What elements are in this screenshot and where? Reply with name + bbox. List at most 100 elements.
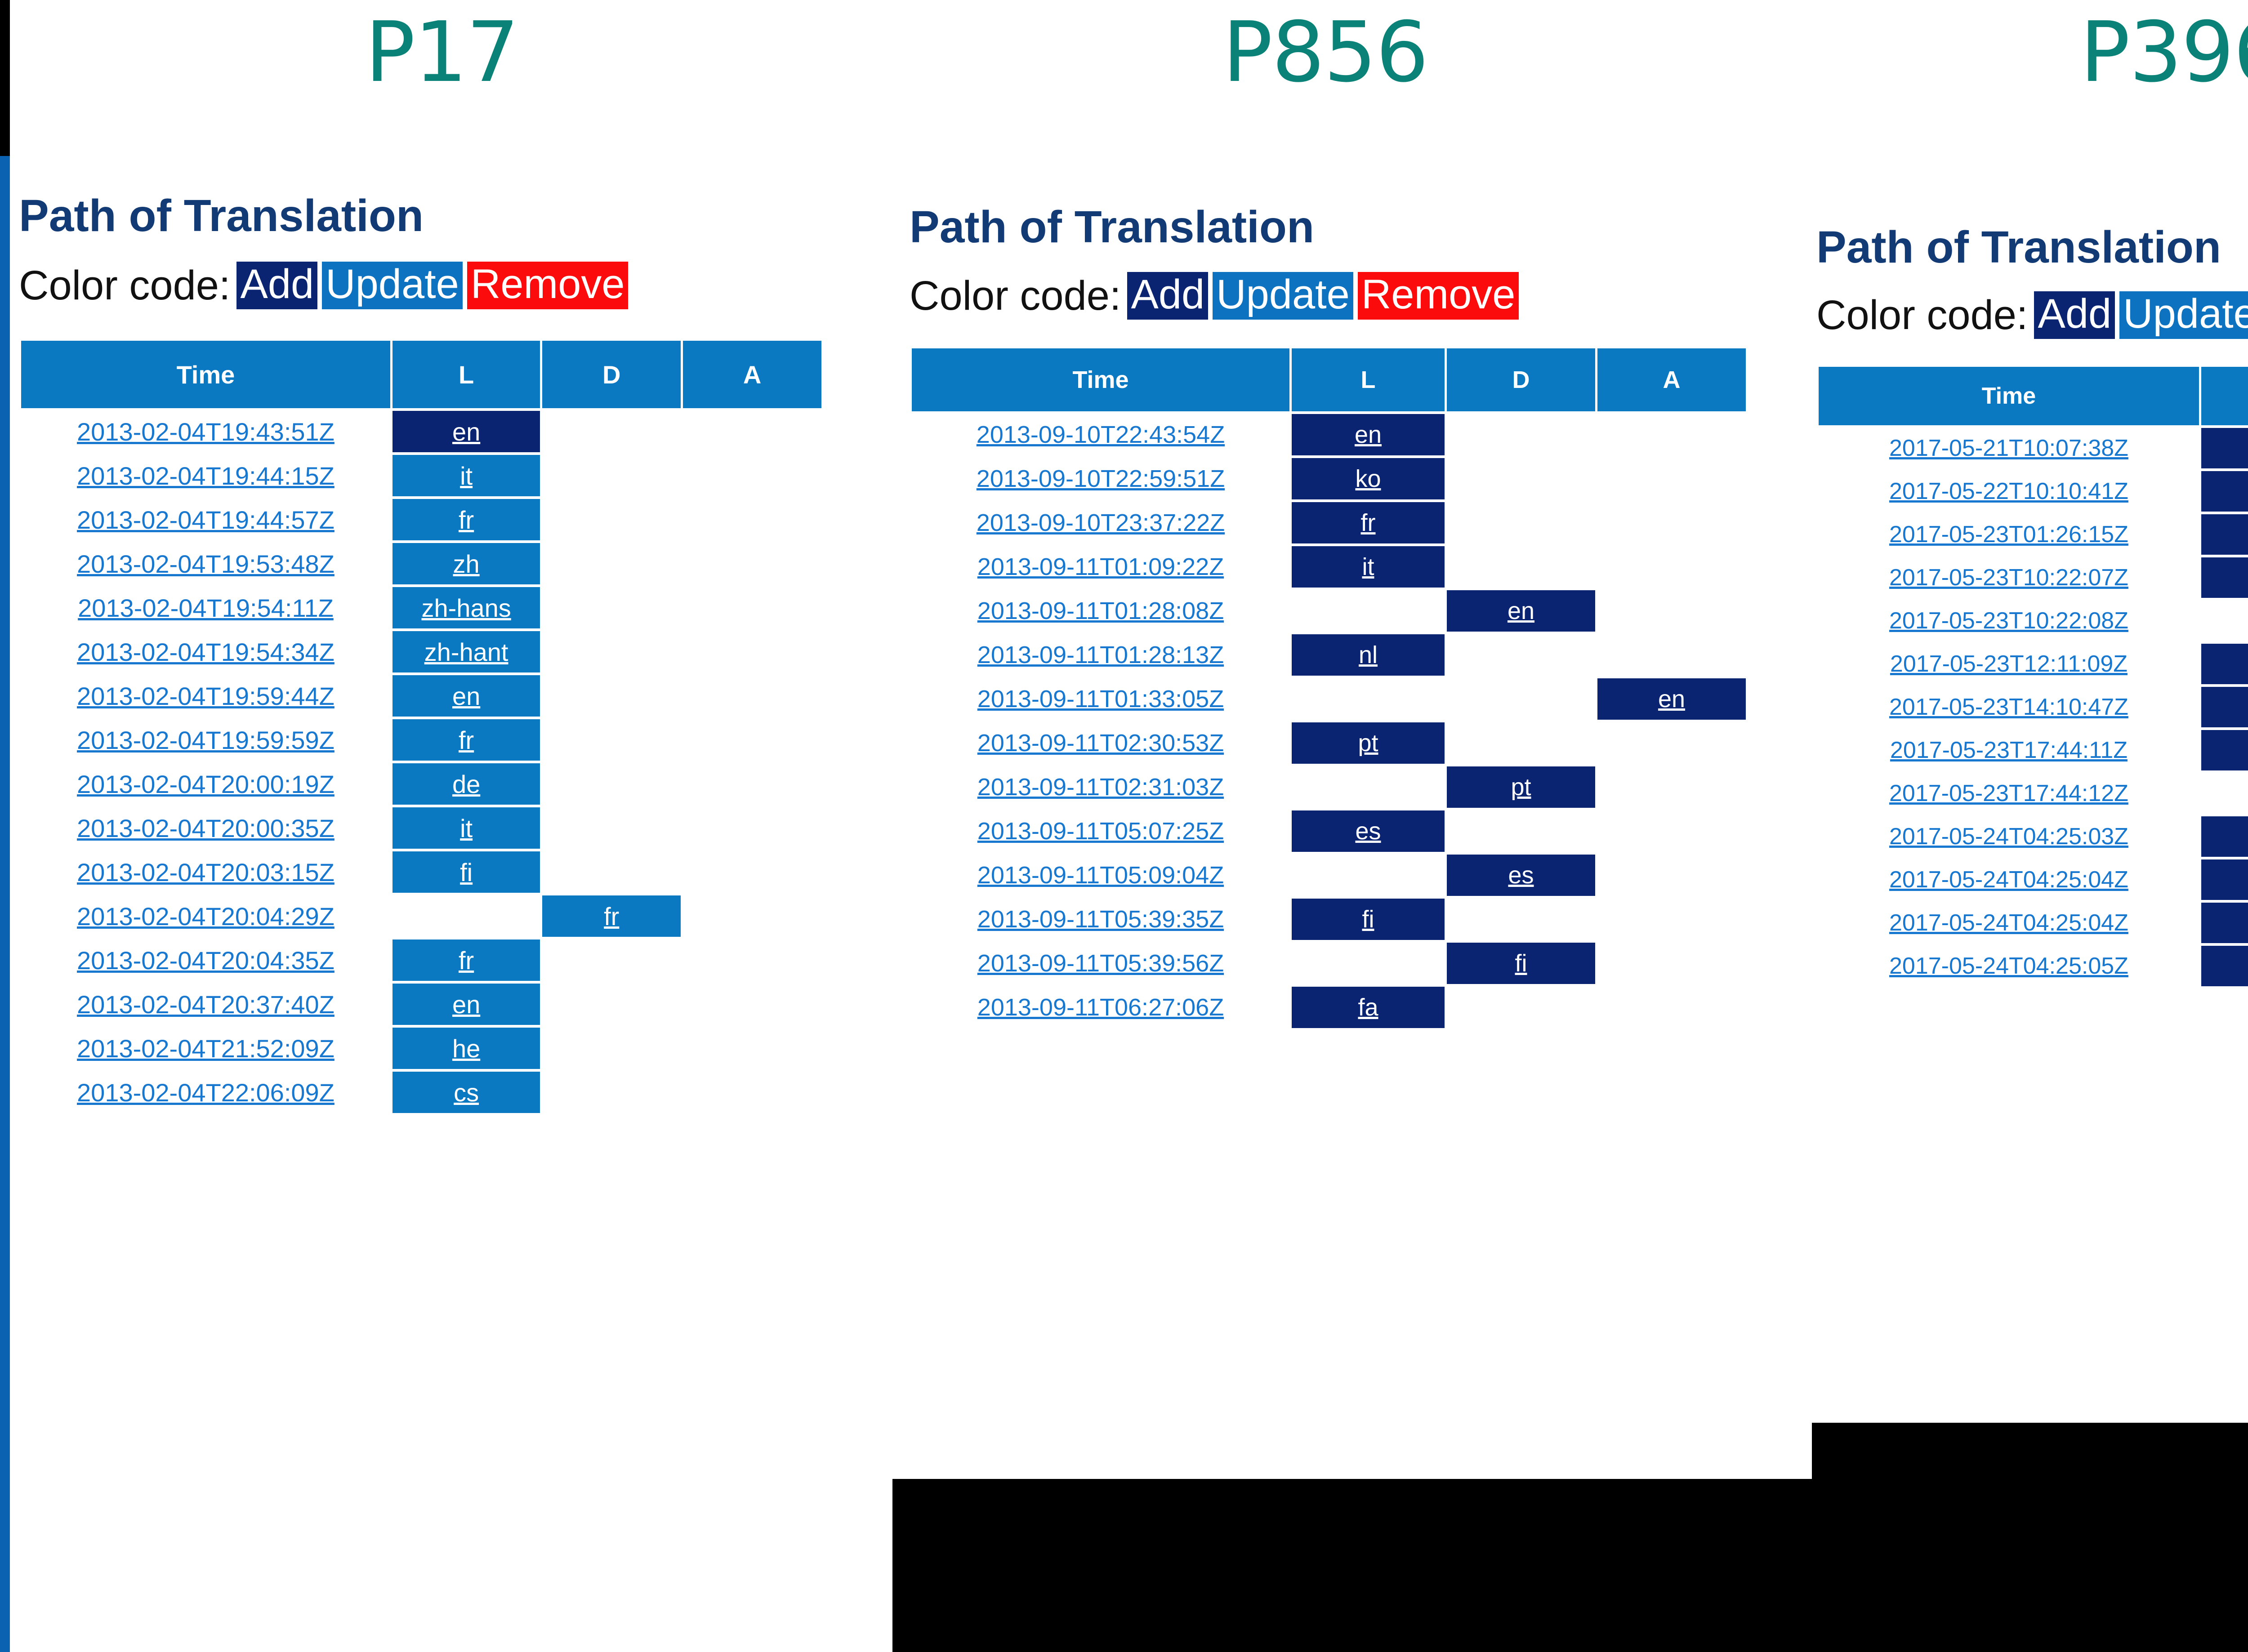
timestamp-link[interactable]: 2017-05-22T10:10:41Z: [1889, 478, 2128, 504]
lang-code[interactable]: fr: [458, 505, 474, 534]
timestamp-link[interactable]: 2013-02-04T19:53:48Z: [77, 549, 335, 578]
lang-code[interactable]: it: [460, 461, 473, 490]
lang-cell-l[interactable]: en: [1292, 414, 1445, 455]
timestamp-link[interactable]: 2013-02-04T19:54:11Z: [78, 593, 334, 622]
timestamp-link[interactable]: 2013-09-11T05:39:56Z: [977, 950, 1224, 977]
lang-code[interactable]: pt: [1358, 730, 1378, 757]
lang-code[interactable]: nl: [2201, 953, 2248, 980]
lang-cell-d[interactable]: en: [1447, 590, 1595, 632]
lang-code[interactable]: en: [452, 990, 481, 1019]
timestamp-link[interactable]: 2013-02-04T19:44:57Z: [77, 505, 335, 534]
lang-cell-a[interactable]: en: [1597, 678, 1746, 720]
lang-cell-l[interactable]: en: [392, 675, 540, 717]
lang-code[interactable]: zh-hans: [421, 593, 511, 622]
lang-cell-l[interactable]: es: [2201, 816, 2248, 857]
timestamp-link[interactable]: 2017-05-24T04:25:04Z: [1889, 910, 2128, 936]
lang-code[interactable]: fa: [1358, 994, 1378, 1021]
lang-code[interactable]: da: [2201, 694, 2248, 721]
lang-code[interactable]: cs: [454, 1078, 479, 1107]
lang-cell-d[interactable]: fr: [542, 895, 681, 937]
lang-cell-l[interactable]: en: [392, 411, 540, 452]
timestamp-link[interactable]: 2013-02-04T20:00:19Z: [77, 770, 335, 798]
timestamp-link[interactable]: 2013-02-04T19:59:44Z: [77, 681, 335, 710]
lang-code[interactable]: pt: [1511, 774, 1531, 801]
lang-code[interactable]: en: [452, 681, 481, 710]
lang-cell-l[interactable]: cs: [392, 1072, 540, 1113]
lang-code[interactable]: it: [460, 814, 473, 842]
lang-cell-l[interactable]: nl: [2201, 946, 2248, 986]
lang-code[interactable]: fi: [1362, 906, 1374, 933]
timestamp-link[interactable]: 2013-02-04T20:00:35Z: [77, 814, 335, 842]
lang-cell-l[interactable]: es: [1292, 810, 1445, 852]
lang-cell-l[interactable]: it: [2201, 903, 2248, 943]
timestamp-link[interactable]: 2017-05-24T04:25:03Z: [1889, 824, 2128, 850]
lang-code[interactable]: es: [1355, 818, 1381, 845]
timestamp-link[interactable]: 2013-09-11T01:28:08Z: [977, 597, 1224, 624]
lang-code[interactable]: fr: [1360, 509, 1376, 536]
timestamp-link[interactable]: 2013-09-10T23:37:22Z: [976, 509, 1225, 536]
lang-code[interactable]: en: [2201, 435, 2248, 462]
lang-code[interactable]: ru: [2201, 478, 2248, 505]
timestamp-link[interactable]: 2013-02-04T19:43:51Z: [77, 417, 335, 446]
timestamp-link[interactable]: 2013-09-10T22:43:54Z: [976, 421, 1225, 448]
timestamp-link[interactable]: 2013-02-04T19:44:15Z: [77, 461, 335, 490]
timestamp-link[interactable]: 2013-09-11T02:30:53Z: [977, 730, 1224, 757]
timestamp-link[interactable]: 2017-05-23T14:10:47Z: [1889, 694, 2128, 720]
timestamp-link[interactable]: 2017-05-23T10:22:07Z: [1889, 565, 2128, 591]
lang-cell-l[interactable]: fr: [392, 719, 540, 761]
lang-cell-d[interactable]: fi: [1447, 943, 1595, 984]
lang-cell-l[interactable]: fi: [1292, 899, 1445, 940]
lang-cell-l[interactable]: fr: [2201, 730, 2248, 770]
lang-cell-l[interactable]: en: [392, 984, 540, 1025]
lang-cell-l[interactable]: fr: [392, 940, 540, 981]
timestamp-link[interactable]: 2017-05-23T10:22:08Z: [1889, 608, 2128, 634]
lang-code[interactable]: en: [452, 417, 481, 446]
lang-code[interactable]: fi: [460, 858, 473, 886]
lang-code[interactable]: en: [1354, 421, 1382, 448]
lang-code[interactable]: fi: [1515, 950, 1527, 977]
lang-cell-l[interactable]: de: [2201, 859, 2248, 900]
lang-code[interactable]: fr: [458, 946, 474, 975]
lang-cell-l[interactable]: pt: [1292, 722, 1445, 764]
timestamp-link[interactable]: 2017-05-23T01:26:15Z: [1889, 521, 2128, 548]
timestamp-link[interactable]: 2017-05-24T04:25:05Z: [1889, 953, 2128, 979]
lang-cell-l[interactable]: fa: [1292, 987, 1445, 1028]
lang-code[interactable]: en: [1507, 597, 1535, 624]
timestamp-link[interactable]: 2017-05-23T17:44:11Z: [1890, 737, 2128, 763]
timestamp-link[interactable]: 2017-05-23T12:11:09Z: [1890, 651, 2128, 677]
timestamp-link[interactable]: 2013-09-11T05:07:25Z: [977, 818, 1224, 845]
lang-cell-l[interactable]: pt: [2201, 514, 2248, 555]
lang-code[interactable]: nb: [2201, 564, 2248, 591]
lang-code[interactable]: de: [2201, 866, 2248, 893]
lang-cell-l[interactable]: he: [392, 1028, 540, 1069]
lang-code[interactable]: de: [452, 770, 481, 798]
lang-cell-l[interactable]: ko: [1292, 458, 1445, 499]
lang-code[interactable]: ko: [1355, 465, 1381, 492]
lang-cell-l[interactable]: ru: [2201, 471, 2248, 512]
lang-code[interactable]: es: [2201, 823, 2248, 850]
lang-code[interactable]: zh-hant: [424, 637, 508, 666]
lang-code[interactable]: es: [1508, 862, 1534, 889]
lang-cell-l[interactable]: it: [392, 455, 540, 496]
timestamp-link[interactable]: 2013-02-04T20:37:40Z: [77, 990, 335, 1019]
timestamp-link[interactable]: 2013-09-11T05:39:35Z: [977, 906, 1224, 933]
lang-cell-d[interactable]: es: [1447, 855, 1595, 896]
timestamp-link[interactable]: 2013-09-11T01:33:05Z: [977, 686, 1224, 712]
timestamp-link[interactable]: 2013-09-11T02:31:03Z: [977, 774, 1224, 801]
lang-cell-l[interactable]: it: [392, 807, 540, 849]
timestamp-link[interactable]: 2013-02-04T20:03:15Z: [77, 858, 335, 886]
lang-cell-d[interactable]: pt: [1447, 766, 1595, 808]
timestamp-link[interactable]: 2013-02-04T20:04:35Z: [77, 946, 335, 975]
timestamp-link[interactable]: 2013-02-04T21:52:09Z: [77, 1034, 335, 1063]
lang-cell-l[interactable]: nb: [2201, 557, 2248, 598]
lang-cell-l[interactable]: zh-hans: [392, 587, 540, 628]
timestamp-link[interactable]: 2013-02-04T22:06:09Z: [77, 1078, 335, 1107]
lang-code[interactable]: it: [2201, 909, 2248, 936]
lang-code[interactable]: nl: [1358, 641, 1378, 668]
timestamp-link[interactable]: 2013-09-11T05:09:04Z: [977, 862, 1224, 889]
timestamp-link[interactable]: 2017-05-21T10:07:38Z: [1889, 435, 2128, 461]
timestamp-link[interactable]: 2017-05-24T04:25:04Z: [1889, 867, 2128, 893]
lang-code[interactable]: fr: [2201, 737, 2248, 764]
lang-cell-l[interactable]: zh: [392, 543, 540, 584]
lang-code[interactable]: fr: [458, 726, 474, 754]
